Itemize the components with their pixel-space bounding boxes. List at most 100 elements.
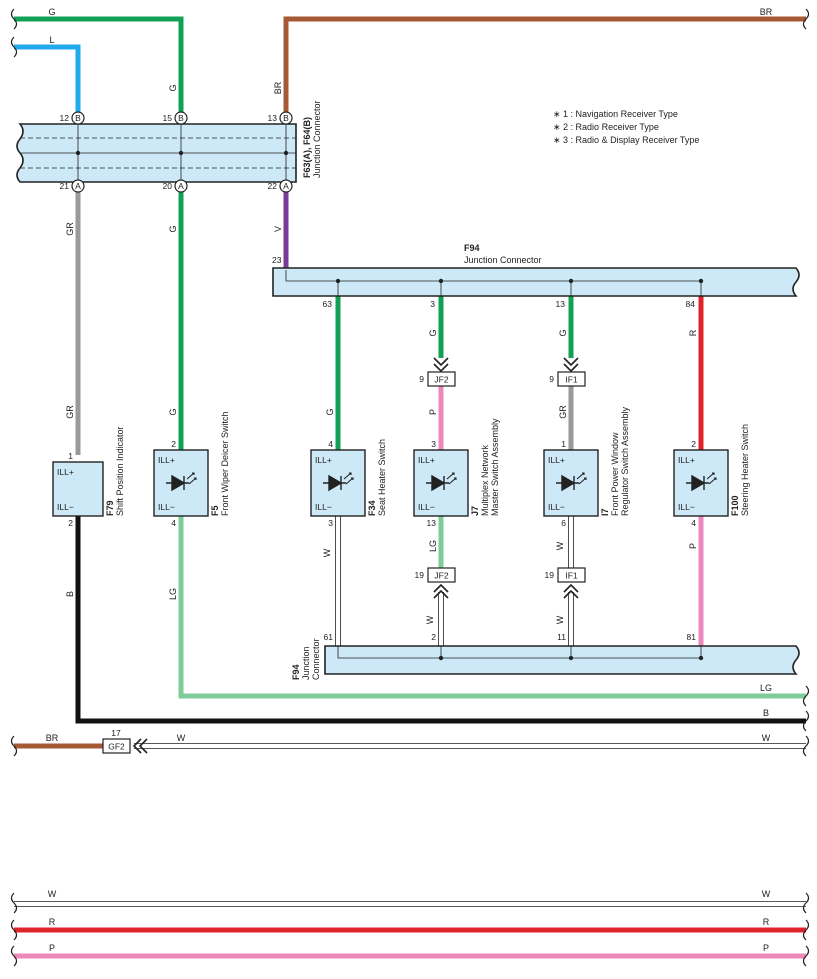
f94-bottom-pin-81: 81	[687, 632, 697, 642]
device-name-line-1: Front Power Window	[610, 432, 620, 516]
pin-a-21: A	[71, 179, 85, 193]
wire-w-gf2	[134, 743, 806, 749]
wire-label: P	[763, 943, 769, 953]
wire-label: G	[168, 225, 178, 232]
led-icon	[323, 474, 346, 492]
svg-text:GF2: GF2	[108, 742, 125, 752]
device-name-line-2: Master Switch Assembly	[490, 418, 500, 516]
f94-top-desc: Junction Connector	[464, 255, 542, 265]
junction-connector-f63-f64	[16, 123, 297, 183]
wire-br-top	[283, 16, 806, 114]
wire-g-top	[14, 16, 184, 114]
inline-connector-gf2: GF2	[102, 738, 148, 754]
ill-minus-label: ILL−	[418, 502, 435, 512]
led-icon	[426, 474, 449, 492]
legend-line-1: ∗ 1 : Navigation Receiver Type	[553, 109, 678, 119]
device-pin-top: 1	[561, 439, 566, 449]
f94-pin-3: 3	[430, 299, 435, 309]
inline-connector-jf2-bottom: JF2	[427, 567, 456, 599]
wire-label: W	[762, 733, 771, 743]
wire-w-bottom	[14, 901, 806, 907]
ill-minus-label: ILL−	[57, 502, 74, 512]
device-id: J7	[470, 506, 480, 516]
svg-text:IF1: IF1	[565, 375, 578, 385]
jf2-bottom-pin: 19	[415, 570, 425, 580]
pin-num-21: 21	[60, 181, 70, 191]
f94-bottom-name: F94	[291, 664, 301, 680]
pin-num-15: 15	[163, 113, 173, 123]
wire-labels: G L BR G BR GR G V GR G G G P G GR R W L…	[46, 7, 773, 953]
inline-connector-jf2-top: JF2	[427, 357, 456, 387]
wire-label: GR	[558, 405, 568, 419]
if1-top-pin: 9	[549, 374, 554, 384]
device-name-line-1: Front Wiper Deicer Switch	[220, 411, 230, 516]
wire-label: R	[49, 917, 56, 927]
wire-label: P	[428, 409, 438, 415]
f94-bottom-pin-61: 61	[324, 632, 334, 642]
device-id: F100	[730, 495, 740, 516]
device-name-line-1: Seat Heater Switch	[377, 439, 387, 516]
ill-minus-label: ILL−	[158, 502, 175, 512]
ill-plus-label: ILL+	[158, 455, 175, 465]
light-rays-icon	[446, 472, 457, 485]
svg-text:JF2: JF2	[434, 571, 448, 581]
device-pin-bottom: 2	[68, 518, 73, 528]
wire-label: G	[168, 84, 178, 91]
device-pin-top: 1	[68, 451, 73, 461]
wire-label: G	[325, 408, 335, 415]
wire-label: W	[322, 548, 332, 557]
led-icon	[166, 474, 189, 492]
wire-label: BR	[273, 81, 283, 94]
svg-text:B: B	[283, 113, 289, 123]
gf2-pin: 17	[111, 728, 121, 738]
wire-label: W	[555, 615, 565, 624]
wire-label: W	[555, 541, 565, 550]
device-pin-top: 2	[171, 439, 176, 449]
device-pin-top: 2	[691, 439, 696, 449]
wire-label: BR	[46, 733, 59, 743]
if1-bottom-pin: 19	[545, 570, 555, 580]
device-pin-bottom: 13	[427, 518, 437, 528]
device-pin-bottom: 6	[561, 518, 566, 528]
pin-b-15: B	[174, 111, 188, 125]
pin-b-12: B	[71, 111, 85, 125]
wire-w-if1-top	[568, 516, 574, 568]
wire-l-top	[14, 44, 81, 114]
device-id: F79	[105, 500, 115, 516]
device-id: I7	[600, 508, 610, 516]
wire-label: G	[558, 329, 568, 336]
legend-line-3: ∗ 3 : Radio & Display Receiver Type	[553, 135, 699, 145]
ill-plus-label: ILL+	[548, 455, 565, 465]
f94-pin-63: 63	[323, 299, 333, 309]
device-name-line-1: Multiplex Network	[480, 444, 490, 516]
pin-a-22: A	[279, 179, 293, 193]
led-icon	[686, 474, 709, 492]
top-connector-desc: Junction Connector	[312, 100, 322, 178]
device-pin-bottom: 4	[171, 518, 176, 528]
wire-label: G	[168, 408, 178, 415]
wire-label: R	[688, 329, 698, 336]
wire-label: LG	[168, 588, 178, 600]
ill-plus-label: ILL+	[678, 455, 695, 465]
wire-w-jf2-bottom	[438, 592, 444, 646]
wire-label: GR	[65, 222, 75, 236]
wire-label: B	[65, 591, 75, 597]
device-name-line-1: Shift Position Indicator	[115, 426, 125, 516]
light-rays-icon	[576, 472, 587, 485]
ill-minus-label: ILL−	[548, 502, 565, 512]
wire-label: GR	[65, 405, 75, 419]
svg-text:B: B	[75, 113, 81, 123]
pin-num-22: 22	[268, 181, 278, 191]
wire-b-f79	[75, 516, 806, 724]
f94-pin-23: 23	[272, 255, 282, 265]
svg-text:B: B	[178, 113, 184, 123]
wire-label: W	[48, 889, 57, 899]
led-icon	[556, 474, 579, 492]
pin-num-20: 20	[163, 181, 173, 191]
light-rays-icon	[186, 472, 197, 485]
wire-label: L	[49, 35, 54, 45]
